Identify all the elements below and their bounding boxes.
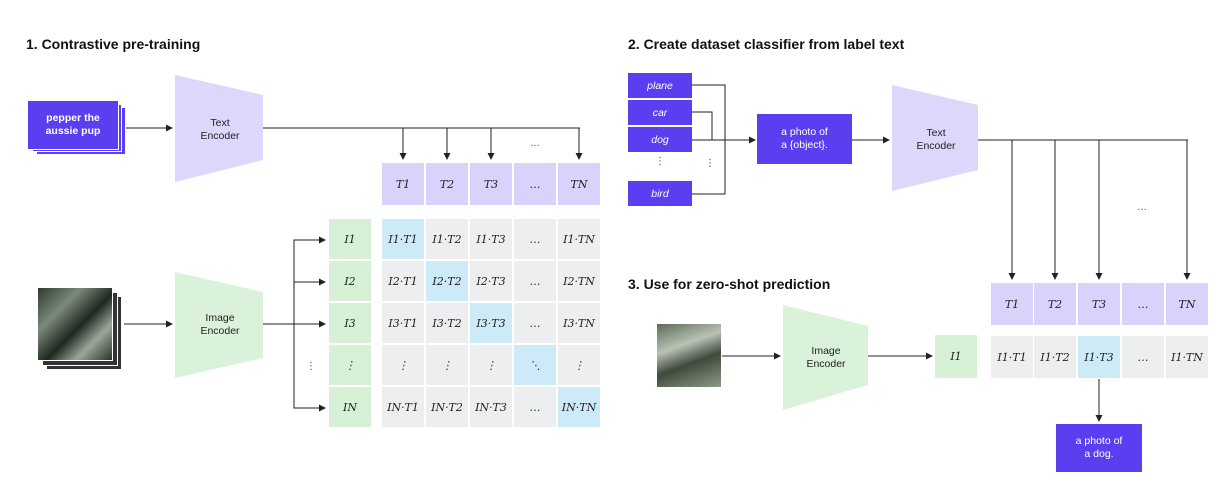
label-list-vdots-right: ⋮ (705, 158, 715, 169)
image-embedding-5: IN (329, 387, 371, 427)
zero-shot-score-3: I1·T3 (1078, 336, 1120, 378)
similarity-cell-1-1: I1·T1 (382, 219, 424, 259)
similarity-cell-1-4: … (514, 219, 556, 259)
similarity-cell-2-3: I2·T3 (470, 261, 512, 301)
text-encoder-2-label: Text Encoder (916, 127, 956, 152)
similarity-cell-5-2: IN·T2 (426, 387, 468, 427)
text-arrows-ellipsis: … (530, 138, 540, 149)
image-encoder-3-label: Image Encoder (806, 345, 846, 370)
label-list-vdots: ⋮ (655, 156, 665, 167)
class-text-embedding-4: … (1122, 283, 1164, 325)
similarity-cell-5-1: IN·T1 (382, 387, 424, 427)
class-text-embedding-3: T3 (1078, 283, 1120, 325)
prompt-template-line1: a photo of (781, 126, 828, 138)
zero-shot-score-1: I1·T1 (991, 336, 1033, 378)
prompt-template-box: a photo of a {object}. (757, 114, 852, 164)
prediction-output-box: a photo of a dog. (1056, 424, 1142, 472)
text-encoder-label: Text Encoder (200, 117, 240, 142)
similarity-cell-2-1: I2·T1 (382, 261, 424, 301)
prompt-template-line2: a {object}. (781, 139, 828, 151)
similarity-cell-3-4: … (514, 303, 556, 343)
class-label-dog: dog (628, 127, 692, 152)
text-encoder-2-shape (892, 85, 978, 191)
text-embedding-3: T3 (470, 163, 512, 205)
class-label-car: car (628, 100, 692, 125)
similarity-cell-1-5: I1·TN (558, 219, 600, 259)
similarity-cell-4-5: ⋮ (558, 345, 600, 385)
image-branch-vdots: ⋮ (306, 361, 316, 372)
text-embedding-1: T1 (382, 163, 424, 205)
input-dog-image (37, 287, 113, 361)
image-encoder-3-shape (783, 305, 868, 410)
class-text-embedding-2: T2 (1034, 283, 1076, 325)
class-label-plane: plane (628, 73, 692, 98)
image-embedding-3: I3 (329, 303, 371, 343)
input-caption-box: pepper the aussie pup (27, 100, 119, 150)
similarity-cell-5-5: IN·TN (558, 387, 600, 427)
image-encoder-shape (175, 272, 263, 378)
zero-shot-score-5: I1·TN (1166, 336, 1208, 378)
similarity-cell-5-3: IN·T3 (470, 387, 512, 427)
input-caption: pepper the aussie pup (45, 112, 101, 137)
similarity-cell-1-2: I1·T2 (426, 219, 468, 259)
heading-dataset-classifier: 2. Create dataset classifier from label … (628, 36, 905, 52)
prediction-line1: a photo of (1075, 435, 1123, 447)
query-image-embedding: I1 (935, 335, 977, 378)
similarity-cell-1-3: I1·T3 (470, 219, 512, 259)
similarity-cell-3-2: I3·T2 (426, 303, 468, 343)
class-text-embedding-1: T1 (991, 283, 1033, 325)
similarity-cell-2-5: I2·TN (558, 261, 600, 301)
similarity-cell-4-3: ⋮ (470, 345, 512, 385)
prediction-line2: a dog. (1084, 448, 1114, 460)
text-arrows-2-ellipsis: … (1137, 202, 1147, 213)
similarity-cell-5-4: … (514, 387, 556, 427)
similarity-cell-3-1: I3·T1 (382, 303, 424, 343)
text-embedding-5: TN (558, 163, 600, 205)
heading-contrastive-pretraining: 1. Contrastive pre-training (26, 36, 201, 52)
class-label-bird: bird (628, 181, 692, 206)
image-embedding-2: I2 (329, 261, 371, 301)
text-encoder-shape (175, 75, 263, 182)
similarity-cell-4-1: ⋮ (382, 345, 424, 385)
text-embedding-4: … (514, 163, 556, 205)
similarity-cell-2-4: … (514, 261, 556, 301)
similarity-cell-4-2: ⋮ (426, 345, 468, 385)
query-dog-image (656, 323, 722, 388)
class-text-embedding-5: TN (1166, 283, 1208, 325)
text-embedding-2: T2 (426, 163, 468, 205)
image-encoder-label: Image Encoder (200, 312, 240, 337)
image-embedding-4: ⋮ (329, 345, 371, 385)
similarity-cell-3-5: I3·TN (558, 303, 600, 343)
similarity-cell-2-2: I2·T2 (426, 261, 468, 301)
similarity-cell-3-3: I3·T3 (470, 303, 512, 343)
image-embedding-1: I1 (329, 219, 371, 259)
zero-shot-score-4: … (1122, 336, 1164, 378)
zero-shot-score-2: I1·T2 (1034, 336, 1076, 378)
heading-zero-shot: 3. Use for zero-shot prediction (628, 276, 831, 292)
similarity-cell-4-4: ⋱ (514, 345, 556, 385)
